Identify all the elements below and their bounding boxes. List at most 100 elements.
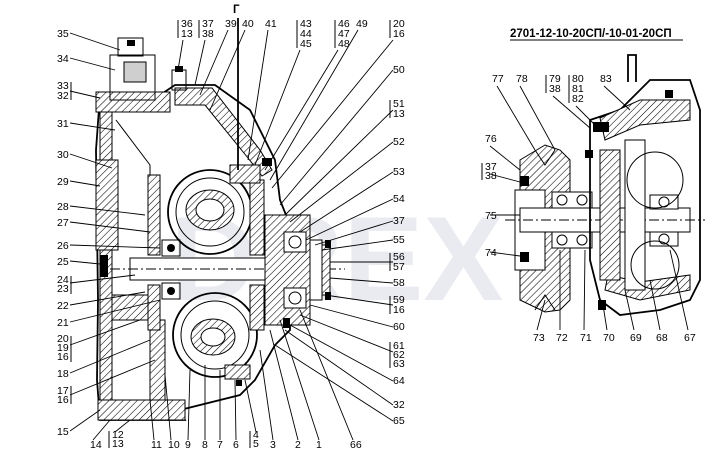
- lower-boss-bolt: [236, 380, 242, 386]
- carrier-plate-left-lower: [147, 284, 161, 331]
- callout-label: 27: [57, 217, 69, 229]
- callout-label: 80: [572, 73, 584, 85]
- callout-label: 83: [600, 73, 612, 85]
- output-flange: [309, 239, 323, 301]
- callout-label: 15: [57, 426, 69, 438]
- callout-label: 64: [393, 375, 405, 387]
- callout-label: 22: [57, 300, 69, 312]
- boss-bolt: [262, 158, 272, 166]
- callout-label: 18: [57, 368, 69, 380]
- callout-label: 26: [57, 240, 69, 252]
- bearing-right-lower: [283, 287, 307, 309]
- pulley-nut-bottom: [520, 252, 529, 262]
- detail-gear: [624, 139, 646, 291]
- actuator-cap: [117, 37, 144, 57]
- callout-label: 29: [57, 176, 69, 188]
- callout-label: 13: [181, 28, 193, 40]
- callout-label: 34: [57, 53, 69, 65]
- pulley-groove: [534, 149, 556, 311]
- callout-label: 60: [393, 321, 405, 333]
- upper-gear-pitch: [175, 177, 245, 247]
- callout-label: 12: [112, 429, 124, 441]
- callout-label: 72: [556, 332, 568, 344]
- pulley-nut-top: [520, 176, 529, 186]
- callout-label: 28: [57, 201, 69, 213]
- callout-label: 67: [684, 332, 696, 344]
- actuator-body: [109, 54, 156, 101]
- callout-label: 56: [393, 251, 405, 263]
- housing-bottom-flange: [97, 399, 186, 421]
- lower-boss: [224, 364, 251, 380]
- lower-gear-pitch: [180, 300, 250, 370]
- bearing-ball: [167, 244, 175, 252]
- detail-bearing-2: [551, 231, 593, 249]
- bearing-ball: [288, 235, 302, 249]
- callout-label: 57: [393, 261, 405, 273]
- detail-housing: [589, 79, 701, 316]
- section-mark: Г: [233, 4, 240, 16]
- callout-label: 8: [202, 439, 208, 451]
- left-side-cover: [95, 159, 119, 251]
- callout-label: 38: [202, 28, 214, 40]
- housing-top-flange: [95, 91, 171, 113]
- detail-title: 2701-12-10-20СП/-10-01-20СП: [510, 28, 672, 40]
- callout-label: 25: [57, 256, 69, 268]
- label-separators: [70, 20, 570, 448]
- upper-gear-bore: [195, 198, 225, 222]
- callout-label: 5: [253, 438, 259, 450]
- callout-label: 44: [300, 28, 312, 40]
- callout-label: 41: [265, 18, 277, 30]
- callout-label: 37: [393, 215, 405, 227]
- callout-label: 30: [57, 149, 69, 161]
- callout-label: 45: [300, 38, 312, 50]
- callout-label: 38: [485, 170, 497, 182]
- callout-label: 2: [295, 439, 301, 451]
- side-bolt: [283, 318, 290, 328]
- detail-gear-circle-lower: [630, 240, 680, 290]
- bearing-ball: [556, 234, 568, 246]
- callout-label: 46: [338, 18, 350, 30]
- housing-lower-wall: [149, 319, 166, 401]
- top-cover: [174, 87, 273, 177]
- bearing-ball: [576, 194, 588, 206]
- drain-plug: [100, 255, 108, 277]
- detail-right-bolt: [665, 90, 673, 98]
- output-flange-face: [321, 244, 331, 296]
- callout-label: 63: [393, 358, 405, 370]
- detail-bottom-bolt: [598, 300, 606, 310]
- callout-label: 19: [57, 342, 69, 354]
- lever-arm: [115, 119, 151, 180]
- callout-label: 23: [57, 283, 69, 295]
- callout-label: 82: [572, 93, 584, 105]
- callout-label: 49: [356, 18, 368, 30]
- callout-label: 36: [181, 18, 193, 30]
- callout-label: 24: [57, 274, 69, 286]
- callout-label: 31: [57, 118, 69, 130]
- callout-label: 16: [57, 394, 69, 406]
- callout-label: 20: [57, 333, 69, 345]
- callout-label: 7: [217, 439, 223, 451]
- detail-view: 2701-12-10-20СП/-10-01-20СП: [505, 28, 705, 316]
- callout-label: 6: [233, 439, 239, 451]
- actuator-coil: [123, 61, 147, 83]
- callout-label: 79: [549, 73, 561, 85]
- callout-label: 32: [57, 90, 69, 102]
- bearing-left-upper: [161, 239, 181, 257]
- callout-label: 61: [393, 340, 405, 352]
- callout-label: 1: [316, 439, 322, 451]
- callout-label: 70: [603, 332, 615, 344]
- detail-gear-circle: [626, 151, 684, 209]
- callout-label: 52: [393, 136, 405, 148]
- callout-label: 3: [270, 439, 276, 451]
- callout-label: 75: [485, 210, 497, 222]
- callout-label: 16: [393, 304, 405, 316]
- bearing-ball: [288, 291, 302, 305]
- lower-gear-bore: [200, 327, 226, 347]
- callout-label: 66: [350, 439, 362, 451]
- callout-label: 16: [393, 28, 405, 40]
- callout-label: 37: [485, 161, 497, 173]
- callout-label: 78: [516, 73, 528, 85]
